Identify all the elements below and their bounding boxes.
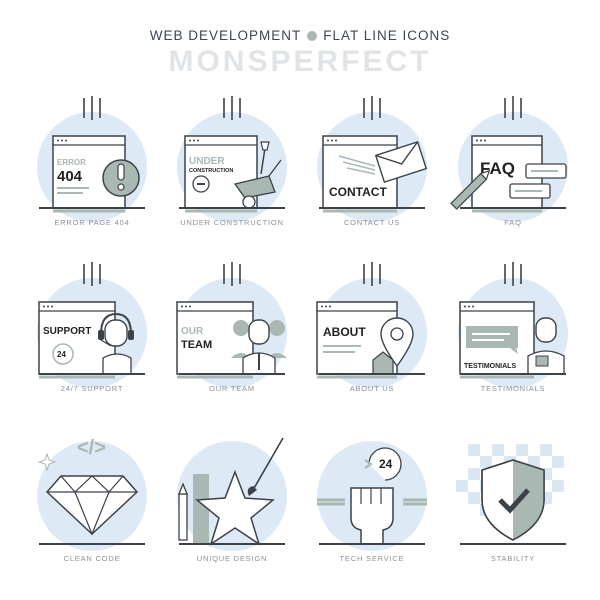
- subtitle-left: WEB DEVELOPMENT: [149, 28, 302, 43]
- stability-icon: STABILITY: [438, 424, 588, 594]
- support-hours: 24: [57, 350, 66, 359]
- icon-caption: CLEAN CODE: [63, 554, 121, 563]
- contact-label: CONTACT: [329, 185, 387, 199]
- header: WEB DEVELOPMENT FLAT LINE ICONS MONSPERF…: [0, 28, 600, 78]
- under-construction-icon: UNDER CONSTRUCTION UNDER CONSTRUCTION: [157, 92, 307, 262]
- icon-caption: ERROR PAGE 404: [54, 218, 130, 227]
- contact-us-icon: CONTACT CONTACT US: [297, 92, 447, 262]
- icon-caption: TESTIMONIALS: [480, 384, 546, 393]
- support-label: SUPPORT: [43, 326, 91, 337]
- icon-caption: ABOUT US: [349, 384, 395, 393]
- error-code: 404: [57, 168, 83, 185]
- support-247-icon: SUPPORT 24 24/7 SUPPORT: [17, 258, 167, 428]
- about-label: ABOUT: [323, 325, 366, 339]
- error-label: ERROR: [57, 158, 86, 167]
- icon-caption: STABILITY: [490, 554, 536, 563]
- testimonials-label: TESTIMONIALS: [464, 363, 516, 370]
- brand-title: MONSPERFECT: [168, 45, 432, 78]
- tech-hours: 24: [379, 457, 393, 471]
- icon-caption: UNDER CONSTRUCTION: [180, 218, 284, 227]
- subtitle-right: FLAT LINE ICONS: [323, 28, 451, 43]
- our-label: OUR: [181, 326, 204, 337]
- clean-code-icon: </> CLEAN CODE: [17, 424, 167, 594]
- icon-caption: 24/7 SUPPORT: [60, 384, 124, 393]
- icon-caption: TECH SERVICE: [339, 554, 405, 563]
- icon-caption: FAQ: [504, 218, 522, 227]
- team-label: TEAM: [181, 339, 212, 351]
- separator-dot: [307, 31, 318, 41]
- icon-caption: UNIQUE DESIGN: [196, 554, 268, 563]
- construction-label: CONSTRUCTION: [189, 168, 233, 174]
- unique-design-icon: UNIQUE DESIGN: [157, 424, 307, 594]
- our-team-icon: OUR TEAM OUR TEAM: [157, 258, 307, 428]
- error-404-icon: ERROR 404 ERROR PAGE 404: [17, 92, 167, 262]
- tech-service-icon: 24 TECH SERVICE: [297, 424, 447, 594]
- testimonials-icon: TESTIMONIALS TESTIMONIALS: [438, 258, 588, 428]
- code-symbol: </>: [77, 437, 106, 459]
- icon-caption: CONTACT US: [343, 218, 401, 227]
- subtitle: WEB DEVELOPMENT FLAT LINE ICONS: [0, 28, 600, 44]
- icon-caption: OUR TEAM: [209, 384, 255, 393]
- about-us-icon: ABOUT ABOUT US: [297, 258, 447, 428]
- faq-icon: FAQ FAQ: [438, 92, 588, 262]
- under-label: UNDER: [189, 156, 225, 167]
